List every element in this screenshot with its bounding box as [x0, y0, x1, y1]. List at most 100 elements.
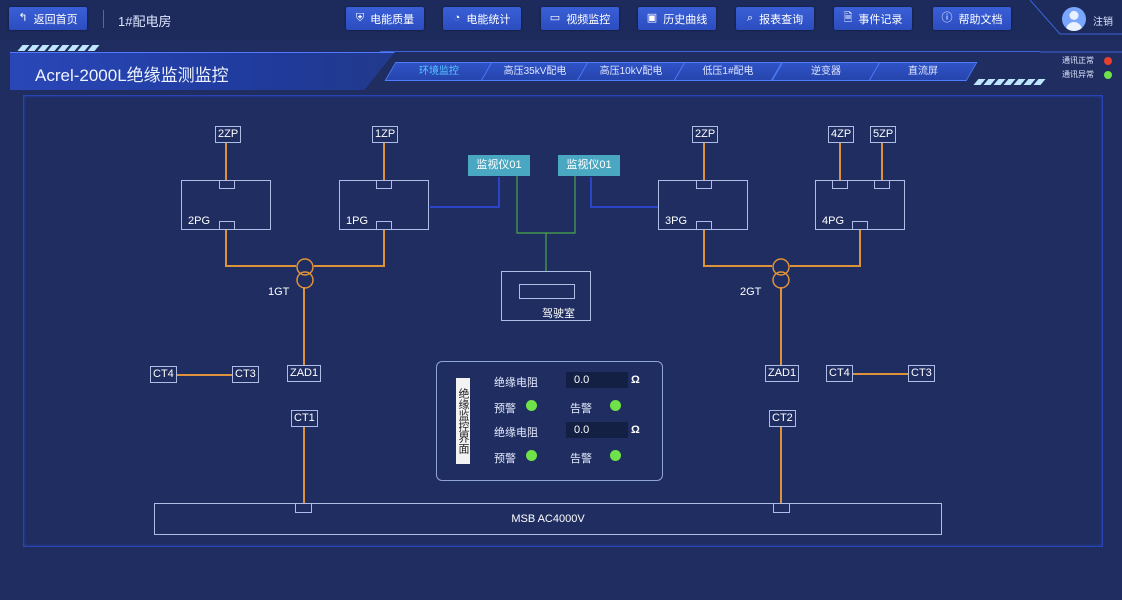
avatar[interactable]	[1062, 7, 1086, 31]
resistance-label: 绝缘电阻	[494, 377, 538, 389]
nav-button-help[interactable]: ⓘ 帮助文档	[933, 7, 1011, 30]
socket	[832, 180, 848, 189]
alarm-label: 告警	[570, 403, 592, 415]
nav-label: 事件记录	[858, 13, 903, 26]
user-area: 注销	[1050, 0, 1122, 40]
status-label: 通讯异常	[1062, 70, 1094, 79]
resistance-value: 0.0	[566, 372, 628, 388]
status-dot-red	[1104, 56, 1112, 65]
transformer-label: 2GT	[740, 286, 762, 298]
warn-indicator	[526, 450, 537, 461]
comm-status: 通讯正常 通讯异常	[1040, 50, 1122, 90]
ohm-unit: Ω	[631, 424, 640, 436]
socket	[376, 180, 392, 189]
search-icon: ⌕	[746, 12, 754, 24]
pg-panel[interactable]: 1PG	[339, 180, 429, 230]
warn-indicator	[526, 400, 537, 411]
zad-label[interactable]: ZAD1	[765, 365, 800, 382]
nav-button-video[interactable]: ▭ 视频监控	[541, 7, 619, 30]
pg-name: 3PG	[665, 215, 688, 227]
socket	[874, 180, 890, 189]
warn-label: 预警	[494, 403, 516, 415]
status-label: 通讯正常	[1062, 56, 1094, 65]
back-arrow-icon: ↰	[18, 12, 28, 24]
document-icon: 🗎	[843, 12, 853, 24]
nav-button-history[interactable]: ▣ 历史曲线	[638, 7, 716, 30]
title-panel	[10, 52, 395, 90]
transformer-symbols	[296, 258, 790, 289]
socket	[773, 503, 790, 513]
socket	[696, 180, 712, 189]
top-bar: ↰ 返回首页 1#配电房 ⛨ 电能质量 ◔ 电能统计 ▭ 视频监控 ▣ 历史曲线…	[0, 0, 1122, 40]
comm-lines-green	[516, 176, 576, 271]
ct-label[interactable]: CT4	[826, 365, 853, 382]
zad-label[interactable]: ZAD1	[287, 365, 322, 382]
socket	[852, 221, 868, 230]
socket	[696, 221, 712, 230]
msb-bus[interactable]: MSB AC4000V	[154, 503, 942, 535]
nav-label: 报表查询	[759, 13, 804, 26]
help-icon: ⓘ	[941, 12, 953, 24]
page-title: Acrel-2000L绝缘监测监控	[35, 66, 229, 85]
socket	[376, 221, 392, 230]
pg-name: 4PG	[822, 215, 845, 227]
nav-button-report[interactable]: ⌕ 报表查询	[736, 7, 814, 30]
socket	[295, 503, 312, 513]
header-line	[380, 51, 1040, 52]
shield-icon: ⛨	[355, 12, 365, 24]
transformer-label: 1GT	[268, 286, 290, 298]
resistance-value: 0.0	[566, 422, 628, 438]
zp-label[interactable]: 2ZP	[692, 126, 719, 143]
status-frame	[1040, 51, 1122, 53]
cabin[interactable]: 驾驶室	[501, 271, 591, 321]
ct-label[interactable]: CT3	[908, 365, 935, 382]
monitor-device[interactable]: 监视仪01	[558, 155, 620, 176]
logout-button[interactable]: 注销	[1093, 17, 1113, 28]
ct-label[interactable]: CT4	[150, 366, 177, 383]
location-title: 1#配电房	[118, 14, 172, 29]
status-dot-green	[1104, 70, 1112, 79]
zp-label[interactable]: 5ZP	[870, 126, 897, 143]
nav-button-power-quality[interactable]: ⛨ 电能质量	[346, 7, 424, 30]
socket	[219, 221, 235, 230]
ct-label[interactable]: CT2	[769, 410, 796, 427]
nav-label: 帮助文档	[958, 13, 1003, 26]
socket	[219, 180, 235, 189]
nav-button-power-stats[interactable]: ◔ 电能统计	[443, 7, 521, 30]
alarm-indicator	[610, 450, 621, 461]
nav-label: 电能统计	[466, 13, 511, 26]
pg-panel[interactable]: 3PG	[658, 180, 748, 230]
pg-panel[interactable]: 4PG	[815, 180, 905, 230]
pg-name: 2PG	[188, 215, 211, 227]
monitor-device[interactable]: 监视仪01	[468, 155, 530, 176]
status-normal: 通讯正常	[1062, 55, 1112, 66]
ct-label[interactable]: CT3	[232, 366, 259, 383]
nav-label: 历史曲线	[663, 13, 708, 26]
ct-label[interactable]: CT1	[291, 410, 318, 427]
diagram-frame	[23, 95, 1103, 547]
pie-chart-icon: ◔	[453, 12, 461, 24]
zp-label[interactable]: 1ZP	[372, 126, 399, 143]
pg-panel[interactable]: 2PG	[181, 180, 271, 230]
alarm-label: 告警	[570, 453, 592, 465]
nav-button-events[interactable]: 🗎 事件记录	[834, 7, 912, 30]
insulation-panel: 绝缘监控界面 绝缘电阻 0.0 Ω 预警 告警 绝缘电阻 0.0 Ω 预警 告警	[436, 361, 663, 481]
ohm-unit: Ω	[631, 374, 640, 386]
nav-label: 视频监控	[566, 13, 611, 26]
divider	[103, 10, 104, 28]
back-home-button[interactable]: ↰ 返回首页	[9, 7, 87, 30]
cabin-screen	[519, 284, 575, 299]
msb-name: MSB AC4000V	[511, 513, 585, 525]
warn-label: 预警	[494, 453, 516, 465]
power-lines	[176, 143, 909, 504]
cabin-name: 驾驶室	[542, 308, 575, 320]
insulation-panel-title: 绝缘监控界面	[456, 378, 470, 464]
alarm-indicator	[610, 400, 621, 411]
video-camera-icon: ▭	[549, 12, 561, 24]
zp-label[interactable]: 2ZP	[215, 126, 242, 143]
chart-icon: ▣	[646, 12, 658, 24]
pg-name: 1PG	[346, 215, 369, 227]
zp-label[interactable]: 4ZP	[828, 126, 855, 143]
nav-label: 电能质量	[370, 13, 415, 26]
